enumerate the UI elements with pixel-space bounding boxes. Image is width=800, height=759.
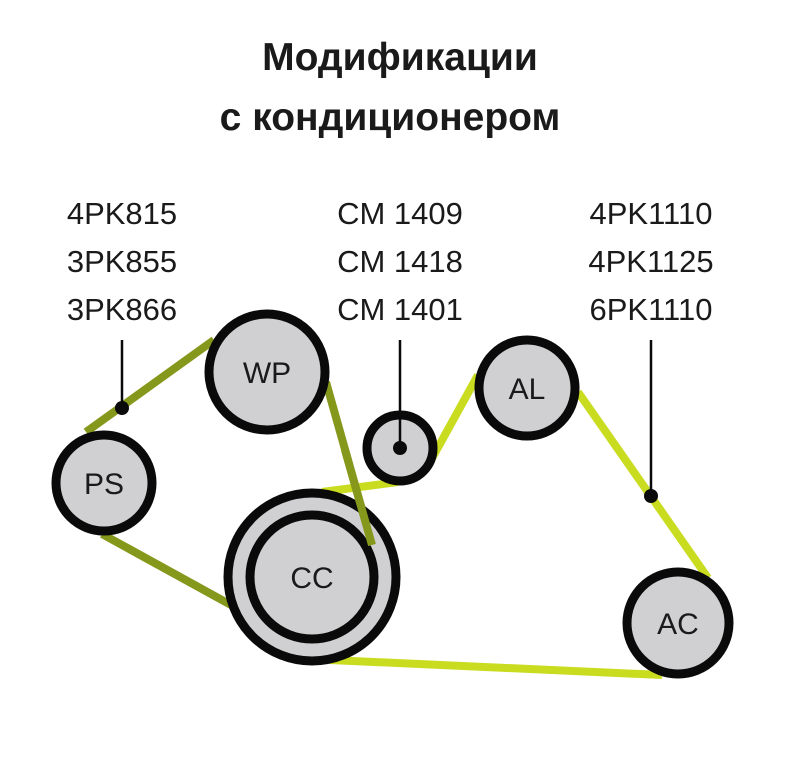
right-belt-labels: 4PK1110 4PK1125 6PK1110 <box>588 196 713 327</box>
belt-label: 3PK866 <box>67 292 177 327</box>
cc-pulley-inner <box>245 510 379 644</box>
ps-pulley <box>51 430 157 536</box>
wp-pulley <box>204 309 330 435</box>
ac-belt <box>321 373 712 679</box>
cc-label: CC <box>290 562 333 595</box>
leader-dot <box>644 489 658 503</box>
tensioner-label: CM 1401 <box>337 292 463 327</box>
belt-label: 4PK1110 <box>590 196 713 231</box>
belt-label: 4PK815 <box>67 196 177 231</box>
center-tensioner-labels: CM 1409 CM 1418 CM 1401 <box>337 196 463 327</box>
tensioner-label: CM 1409 <box>337 196 463 231</box>
ps-belt-overlap <box>341 448 376 547</box>
ac-pulley <box>622 567 734 679</box>
belt-label: 4PK1125 <box>588 244 713 279</box>
tensioner-label: CM 1418 <box>337 244 463 279</box>
belt-label: 3PK855 <box>67 244 177 279</box>
title-line-2: с кондиционером <box>220 96 561 139</box>
al-pulley <box>474 335 580 441</box>
ps-label: PS <box>84 468 124 501</box>
wp-label: WP <box>243 357 291 390</box>
ac-label: AC <box>657 608 699 641</box>
leader-lines <box>120 340 653 496</box>
left-belt-labels: 4PK815 3PK855 3PK866 <box>67 196 177 327</box>
belt-label: 6PK1110 <box>590 292 713 327</box>
leader-dot <box>115 401 129 415</box>
al-label: AL <box>509 373 546 406</box>
title-line-1: Модификации <box>262 36 538 79</box>
leader-dot <box>393 441 407 455</box>
